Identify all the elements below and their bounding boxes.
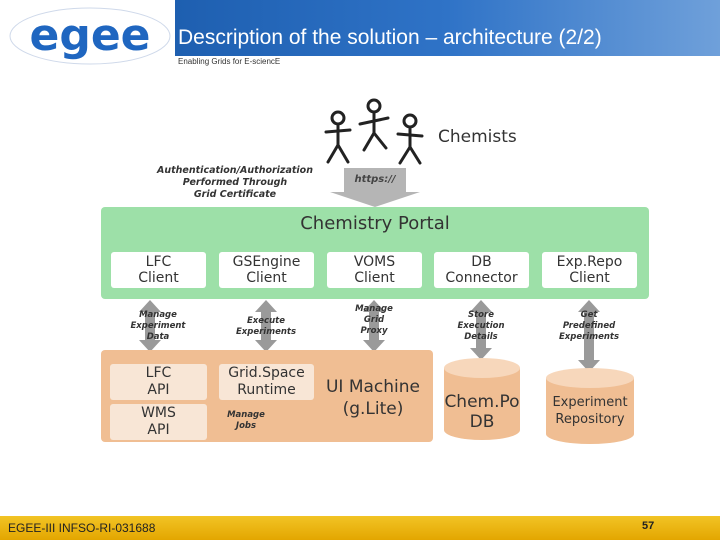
ui-machine-title: UI Machine(g.Lite)	[325, 377, 421, 419]
header-band	[175, 0, 720, 56]
auth-note-line: Authentication/Authorization	[157, 165, 313, 176]
arrow-exprepo	[578, 300, 600, 372]
chempo-db-cylinder	[444, 358, 520, 440]
footer-project-id: EGEE-III INFSO-RI-031688	[8, 521, 156, 535]
chemists-figures	[324, 98, 424, 165]
auth-note-line: Performed Through	[182, 177, 288, 188]
arrow-voms	[363, 300, 385, 352]
https-arrow	[330, 168, 420, 207]
https-label: https://	[354, 174, 396, 185]
arrow-lfc	[139, 300, 161, 352]
user-figure-icon	[358, 98, 390, 152]
chemists-label: Chemists	[438, 127, 517, 147]
page-number: 57	[642, 520, 655, 532]
arrow-gsengine	[255, 300, 277, 352]
auth-note: Authentication/Authorization Performed T…	[150, 165, 320, 201]
logo-text: egee	[29, 10, 150, 61]
page-title: Description of the solution – architectu…	[178, 26, 602, 49]
user-figure-icon	[324, 110, 352, 164]
egee-logo: egee	[9, 7, 171, 65]
portal-title: Chemistry Portal	[300, 213, 450, 234]
user-figure-icon	[396, 113, 424, 165]
auth-note-line: Grid Certificate	[193, 189, 277, 200]
page-subtitle: Enabling Grids for E-sciencE	[178, 57, 281, 66]
experiment-repository-cylinder	[546, 368, 634, 444]
footer-bar	[0, 516, 720, 540]
arrow-db	[470, 300, 492, 360]
